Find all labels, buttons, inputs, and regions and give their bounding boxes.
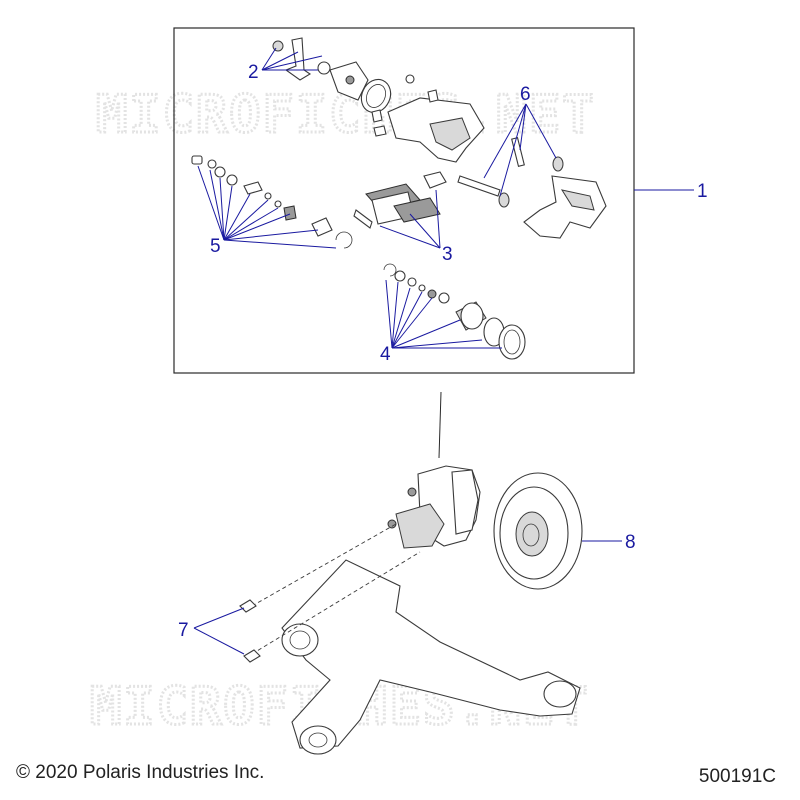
- exploded-view-frame: [173, 27, 635, 374]
- assembled-caliper[interactable]: [387, 465, 481, 549]
- pin-kit-parts[interactable]: [457, 137, 564, 208]
- pad-holder-bracket[interactable]: [523, 175, 607, 239]
- bracket-kit-parts[interactable]: [272, 37, 396, 117]
- assembly-link-line: [438, 391, 442, 459]
- callout-5[interactable]: 5: [210, 236, 221, 257]
- callout-1[interactable]: 1: [697, 181, 708, 202]
- drawing-number: 500191C: [698, 766, 776, 787]
- mounting-bolts[interactable]: [239, 599, 261, 663]
- callout-3[interactable]: 3: [442, 244, 453, 265]
- callout-7[interactable]: 7: [178, 620, 189, 641]
- piston-seal-kit-parts[interactable]: [383, 263, 526, 360]
- bolt-axis-lower: [251, 551, 421, 655]
- leader-lines: [193, 47, 694, 655]
- brake-disc[interactable]: [493, 472, 583, 590]
- copyright-notice: © 2020 Polaris Industries Inc.: [16, 762, 265, 783]
- brake-pad-kit-parts[interactable]: [353, 171, 447, 229]
- callout-8[interactable]: 8: [625, 532, 636, 553]
- caliper-body[interactable]: [371, 74, 485, 163]
- callout-4[interactable]: 4: [380, 344, 391, 365]
- adjuster-kit-parts[interactable]: [191, 155, 353, 249]
- callout-2[interactable]: 2: [248, 62, 259, 83]
- callout-6[interactable]: 6: [520, 84, 531, 105]
- trailing-arm: [281, 559, 581, 755]
